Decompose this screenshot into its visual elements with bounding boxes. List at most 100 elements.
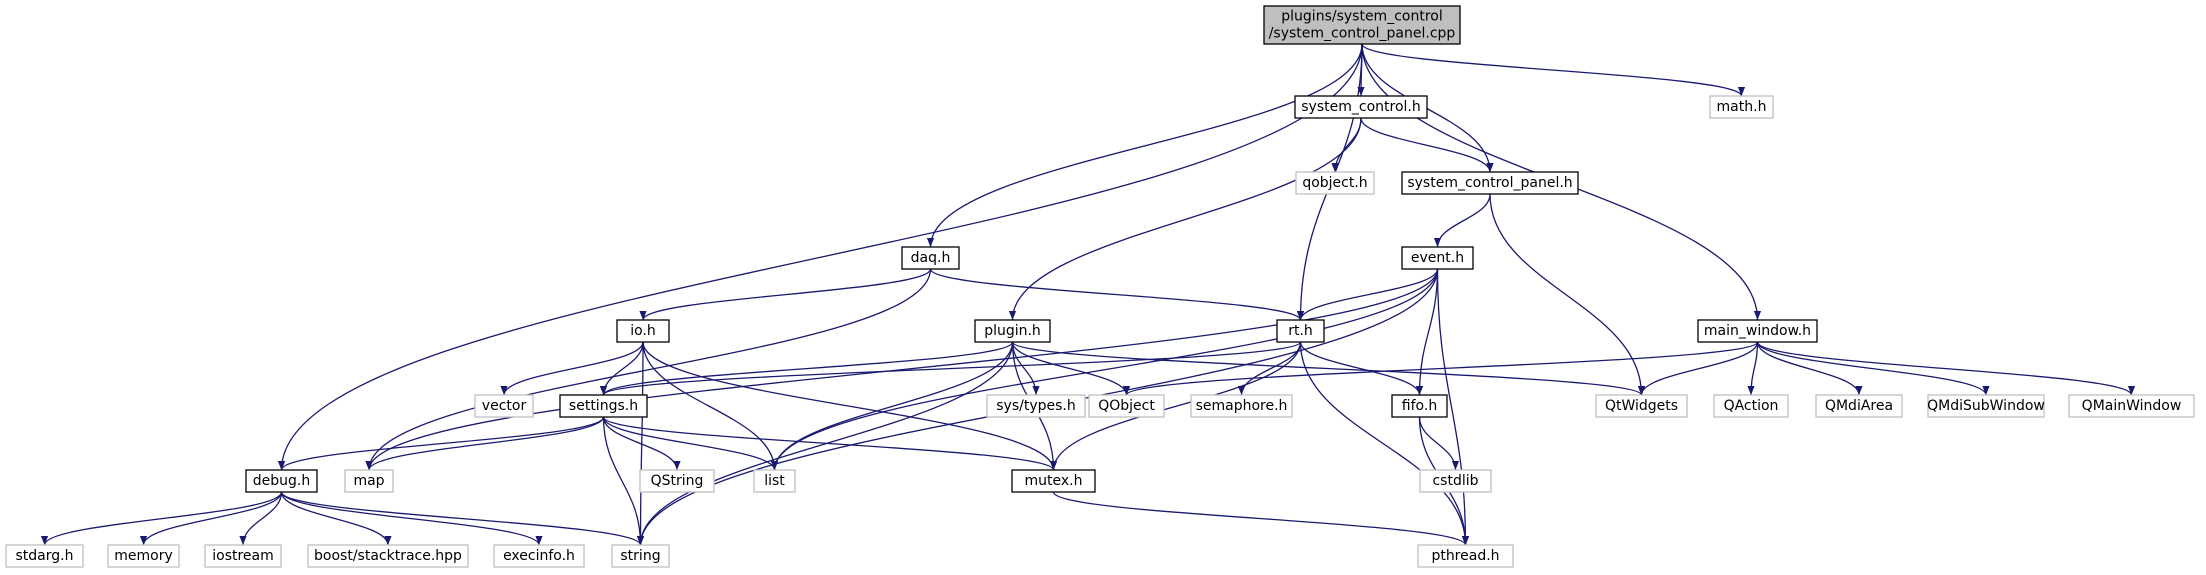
node-label: main_window.h — [1704, 323, 1811, 339]
node-box — [974, 319, 1051, 343]
node-main-window-h[interactable]: main_window.h — [1697, 319, 1818, 343]
edge-plugin_h-to-QtWidgets — [1011, 341, 1645, 396]
node-box — [639, 469, 715, 493]
edge-plugin_h-to-settings_h — [600, 341, 1014, 396]
edge-root-to-debug_h — [277, 43, 1363, 471]
node-label: debug.h — [253, 473, 310, 489]
node-box — [611, 544, 670, 568]
node-QAction: QAction — [1713, 394, 1789, 418]
edge-event_h-to-map — [365, 268, 1439, 471]
node-label: sys/types.h — [996, 398, 1075, 414]
edge-main_window_h-to-QMdiSubWindow — [1756, 341, 1990, 396]
node-QMainWindow: QMainWindow — [2068, 394, 2195, 418]
edge-io_h-to-list — [642, 341, 779, 471]
node-box — [5, 544, 84, 568]
node-math-h: math.h — [1709, 95, 1774, 119]
edge-event_h-to-pthread_h — [1436, 268, 1470, 546]
edge-rt_h-to-settings_h — [600, 341, 1302, 396]
edge-daq_h-to-io_h — [639, 268, 932, 321]
node-plugin-h[interactable]: plugin.h — [974, 319, 1051, 343]
edge-rt_h-to-mutex_h — [1049, 341, 1302, 471]
node-box — [107, 544, 180, 568]
edge-io_h-to-vector — [500, 341, 644, 396]
node-box — [1088, 394, 1165, 418]
node-label: qobject.h — [1302, 175, 1367, 191]
node-string: string — [611, 544, 670, 568]
node-box — [1709, 95, 1774, 119]
node-event-h[interactable]: event.h — [1401, 246, 1474, 270]
node-label: memory — [114, 548, 173, 564]
edge-fifo_h-to-cstdlib — [1418, 416, 1460, 471]
edge-plugin_h-to-QObject — [1011, 341, 1131, 396]
node-box — [1713, 394, 1789, 418]
node-box — [559, 394, 648, 418]
edge-system_control_h-to-system_control_panel_h — [1360, 117, 1494, 173]
node-pthread-h: pthread.h — [1417, 544, 1514, 568]
node-box — [1697, 319, 1818, 343]
node-label: string — [620, 548, 660, 564]
node-label: plugin.h — [984, 323, 1041, 339]
node-settings-h[interactable]: settings.h — [559, 394, 648, 418]
edge-main_window_h-to-QMainWindow — [1756, 341, 2135, 396]
node-box — [1263, 5, 1461, 45]
edge-daq_h-to-rt_h — [929, 268, 1304, 321]
node-box — [1295, 171, 1375, 195]
node-box — [2068, 394, 2195, 418]
node-box — [307, 544, 469, 568]
node-label: QMainWindow — [2082, 398, 2182, 414]
node-label: cstdlib — [1432, 473, 1478, 489]
node-rt-h[interactable]: rt.h — [1276, 319, 1325, 343]
node-label: QObject — [1098, 398, 1155, 414]
node-box — [1417, 544, 1514, 568]
node-debug-h[interactable]: debug.h — [245, 469, 318, 493]
node-system-control-h[interactable]: system_control.h — [1294, 95, 1428, 119]
node-label: mutex.h — [1025, 473, 1083, 489]
edge-debug_h-to-memory — [139, 491, 283, 546]
edge-rt_h-to-semaphore_h — [1237, 341, 1302, 396]
node-daq-h[interactable]: daq.h — [901, 246, 960, 270]
node-memory: memory — [107, 544, 180, 568]
node-QMdiSubWindow: QMdiSubWindow — [1927, 394, 2045, 418]
node-box — [245, 469, 318, 493]
edge-main_window_h-to-QMdiArea — [1756, 341, 1863, 396]
edge-settings_h-to-QString — [602, 416, 681, 471]
edge-root-to-math_h — [1361, 43, 1745, 97]
edge-settings_h-to-string — [602, 416, 645, 546]
edge-debug_h-to-stdarg_h — [40, 491, 283, 546]
node-mutex-h[interactable]: mutex.h — [1011, 469, 1096, 493]
node-fifo-h[interactable]: fifo.h — [1391, 394, 1448, 418]
node-semaphore-h: semaphore.h — [1190, 394, 1293, 418]
node-box — [474, 394, 534, 418]
node-label: daq.h — [911, 250, 951, 266]
node-box — [616, 319, 670, 343]
node-label: list — [764, 473, 785, 489]
node-list: list — [753, 469, 796, 493]
node-box — [753, 469, 796, 493]
node-box — [1401, 246, 1474, 270]
node-label: /system_control_panel.cpp — [1269, 26, 1456, 42]
edge-event_h-to-fifo_h — [1415, 268, 1439, 396]
node-sys-types-h: sys/types.h — [986, 394, 1086, 418]
node-box — [493, 544, 585, 568]
edge-debug_h-to-boost_stacktrace_hpp — [280, 491, 392, 546]
node-io-h[interactable]: io.h — [616, 319, 670, 343]
node-stdarg-h: stdarg.h — [5, 544, 84, 568]
node-root[interactable]: plugins/system_control/system_control_pa… — [1263, 5, 1461, 45]
node-label: system_control_panel.h — [1407, 175, 1572, 191]
edge-system_control_panel_h-to-QtWidgets — [1489, 193, 1646, 396]
node-label: boost/stacktrace.hpp — [314, 548, 462, 564]
node-label: QMdiArea — [1825, 398, 1893, 414]
node-label: map — [353, 473, 384, 489]
node-label: QString — [651, 473, 704, 489]
node-box — [1391, 394, 1448, 418]
edge-plugin_h-to-list — [770, 341, 1014, 471]
node-label: rt.h — [1288, 323, 1313, 339]
node-QtWidgets: QtWidgets — [1595, 394, 1688, 418]
node-label: io.h — [630, 323, 656, 339]
node-system-control-panel-h[interactable]: system_control_panel.h — [1401, 171, 1579, 195]
node-QMdiArea: QMdiArea — [1815, 394, 1903, 418]
edge-mutex_h-to-pthread_h — [1052, 491, 1469, 546]
edge-root-to-daq_h — [926, 43, 1363, 248]
node-box — [344, 469, 394, 493]
